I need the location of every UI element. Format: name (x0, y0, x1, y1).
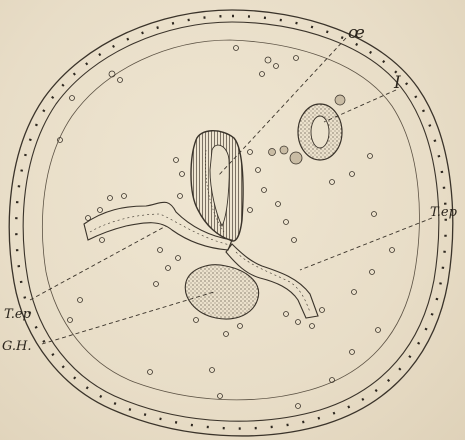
label-tep-left: T.ep (4, 307, 32, 322)
cell-cluster (269, 149, 276, 156)
leader-intestine (324, 90, 396, 122)
leader-tep-left (30, 226, 166, 300)
label-intestine: I (393, 73, 401, 93)
leader-tep-right (300, 218, 432, 270)
cell-cluster (335, 95, 345, 105)
cell-cluster (280, 146, 288, 154)
label-gh: G.H. (2, 339, 32, 354)
cell-cluster (290, 152, 302, 164)
label-oesophagus: œ (348, 23, 365, 43)
intestine-lumen (311, 116, 329, 148)
label-tep-right: T.ep (430, 205, 458, 220)
